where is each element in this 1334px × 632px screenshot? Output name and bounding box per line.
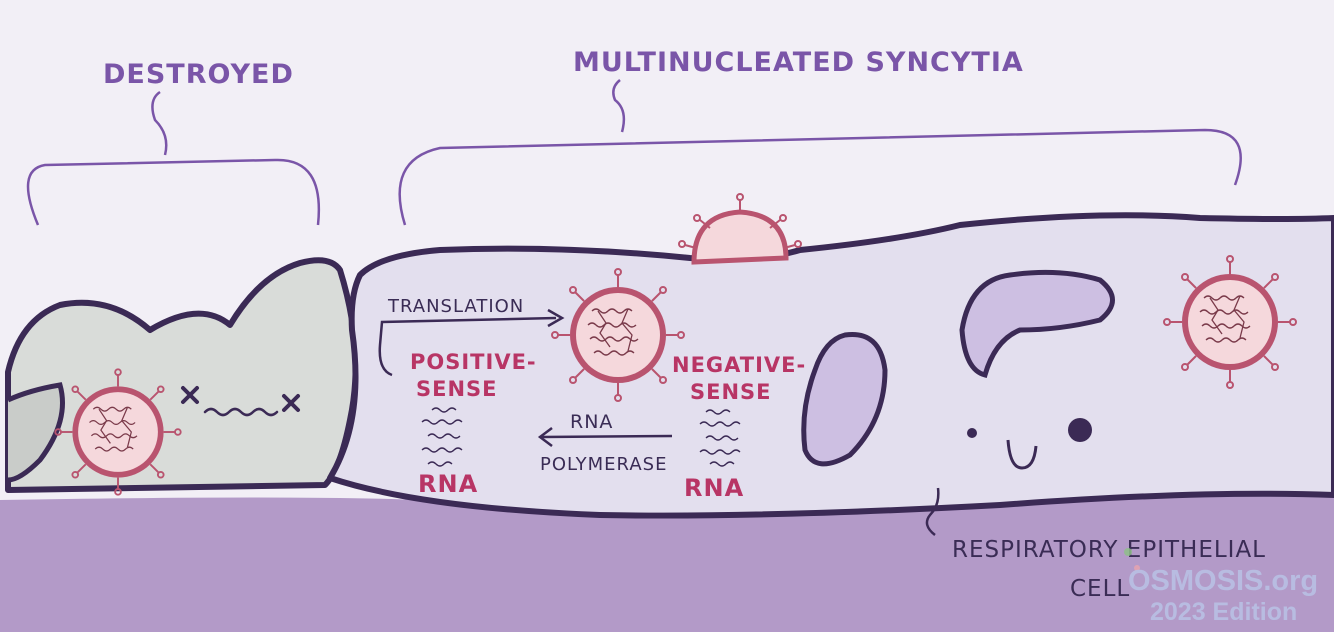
arrow-left-icon: [541, 434, 673, 439]
dead-face-icon: [181, 386, 300, 417]
negative-rna-strands: [699, 409, 741, 467]
tissue-layer: [0, 493, 1334, 632]
destroyed-bracket: [26, 158, 321, 226]
positive-rna-strands: [421, 407, 463, 467]
syncytium-cell: [327, 212, 1334, 519]
syncytia-bracket: [398, 128, 1242, 226]
nucleus: [801, 331, 888, 467]
destroyed-cell: [5, 257, 359, 496]
nucleus: [959, 269, 1115, 379]
negative-sense-label: NEGATIVE-: [672, 353, 806, 377]
destroyed-label: DESTROYED: [103, 59, 294, 90]
osmosis-brand: OSMOSIS.org: [1128, 565, 1318, 597]
translation-label: TRANSLATION: [387, 296, 524, 317]
positive-sense-label: POSITIVE-: [410, 350, 537, 374]
osmosis-logo-icon: [1124, 548, 1132, 556]
rna-left-label: RNA: [418, 470, 478, 498]
rna-polymerase-label-2: POLYMERASE: [540, 454, 667, 475]
respiratory-cell-label-2: CELL: [1070, 576, 1130, 602]
arrow-right-icon: [378, 316, 557, 377]
positive-sense-label-2: SENSE: [416, 377, 498, 401]
budding-virus: [678, 193, 802, 265]
respiratory-cell-label: RESPIRATORY EPITHELIAL: [952, 537, 1266, 563]
rna-right-label: RNA: [684, 474, 744, 502]
osmosis-edition: 2023 Edition: [1150, 598, 1297, 626]
rna-polymerase-label: RNA: [570, 411, 613, 433]
negative-sense-label-2: SENSE: [690, 380, 772, 404]
happy-face-icon: [967, 418, 1092, 470]
cell-pointer: [925, 487, 940, 536]
syncytia-label: MULTINUCLEATED SYNCYTIA: [573, 47, 1024, 78]
osmosis-watermark: OSMOSIS.org 2023 Edition: [1124, 548, 1318, 626]
